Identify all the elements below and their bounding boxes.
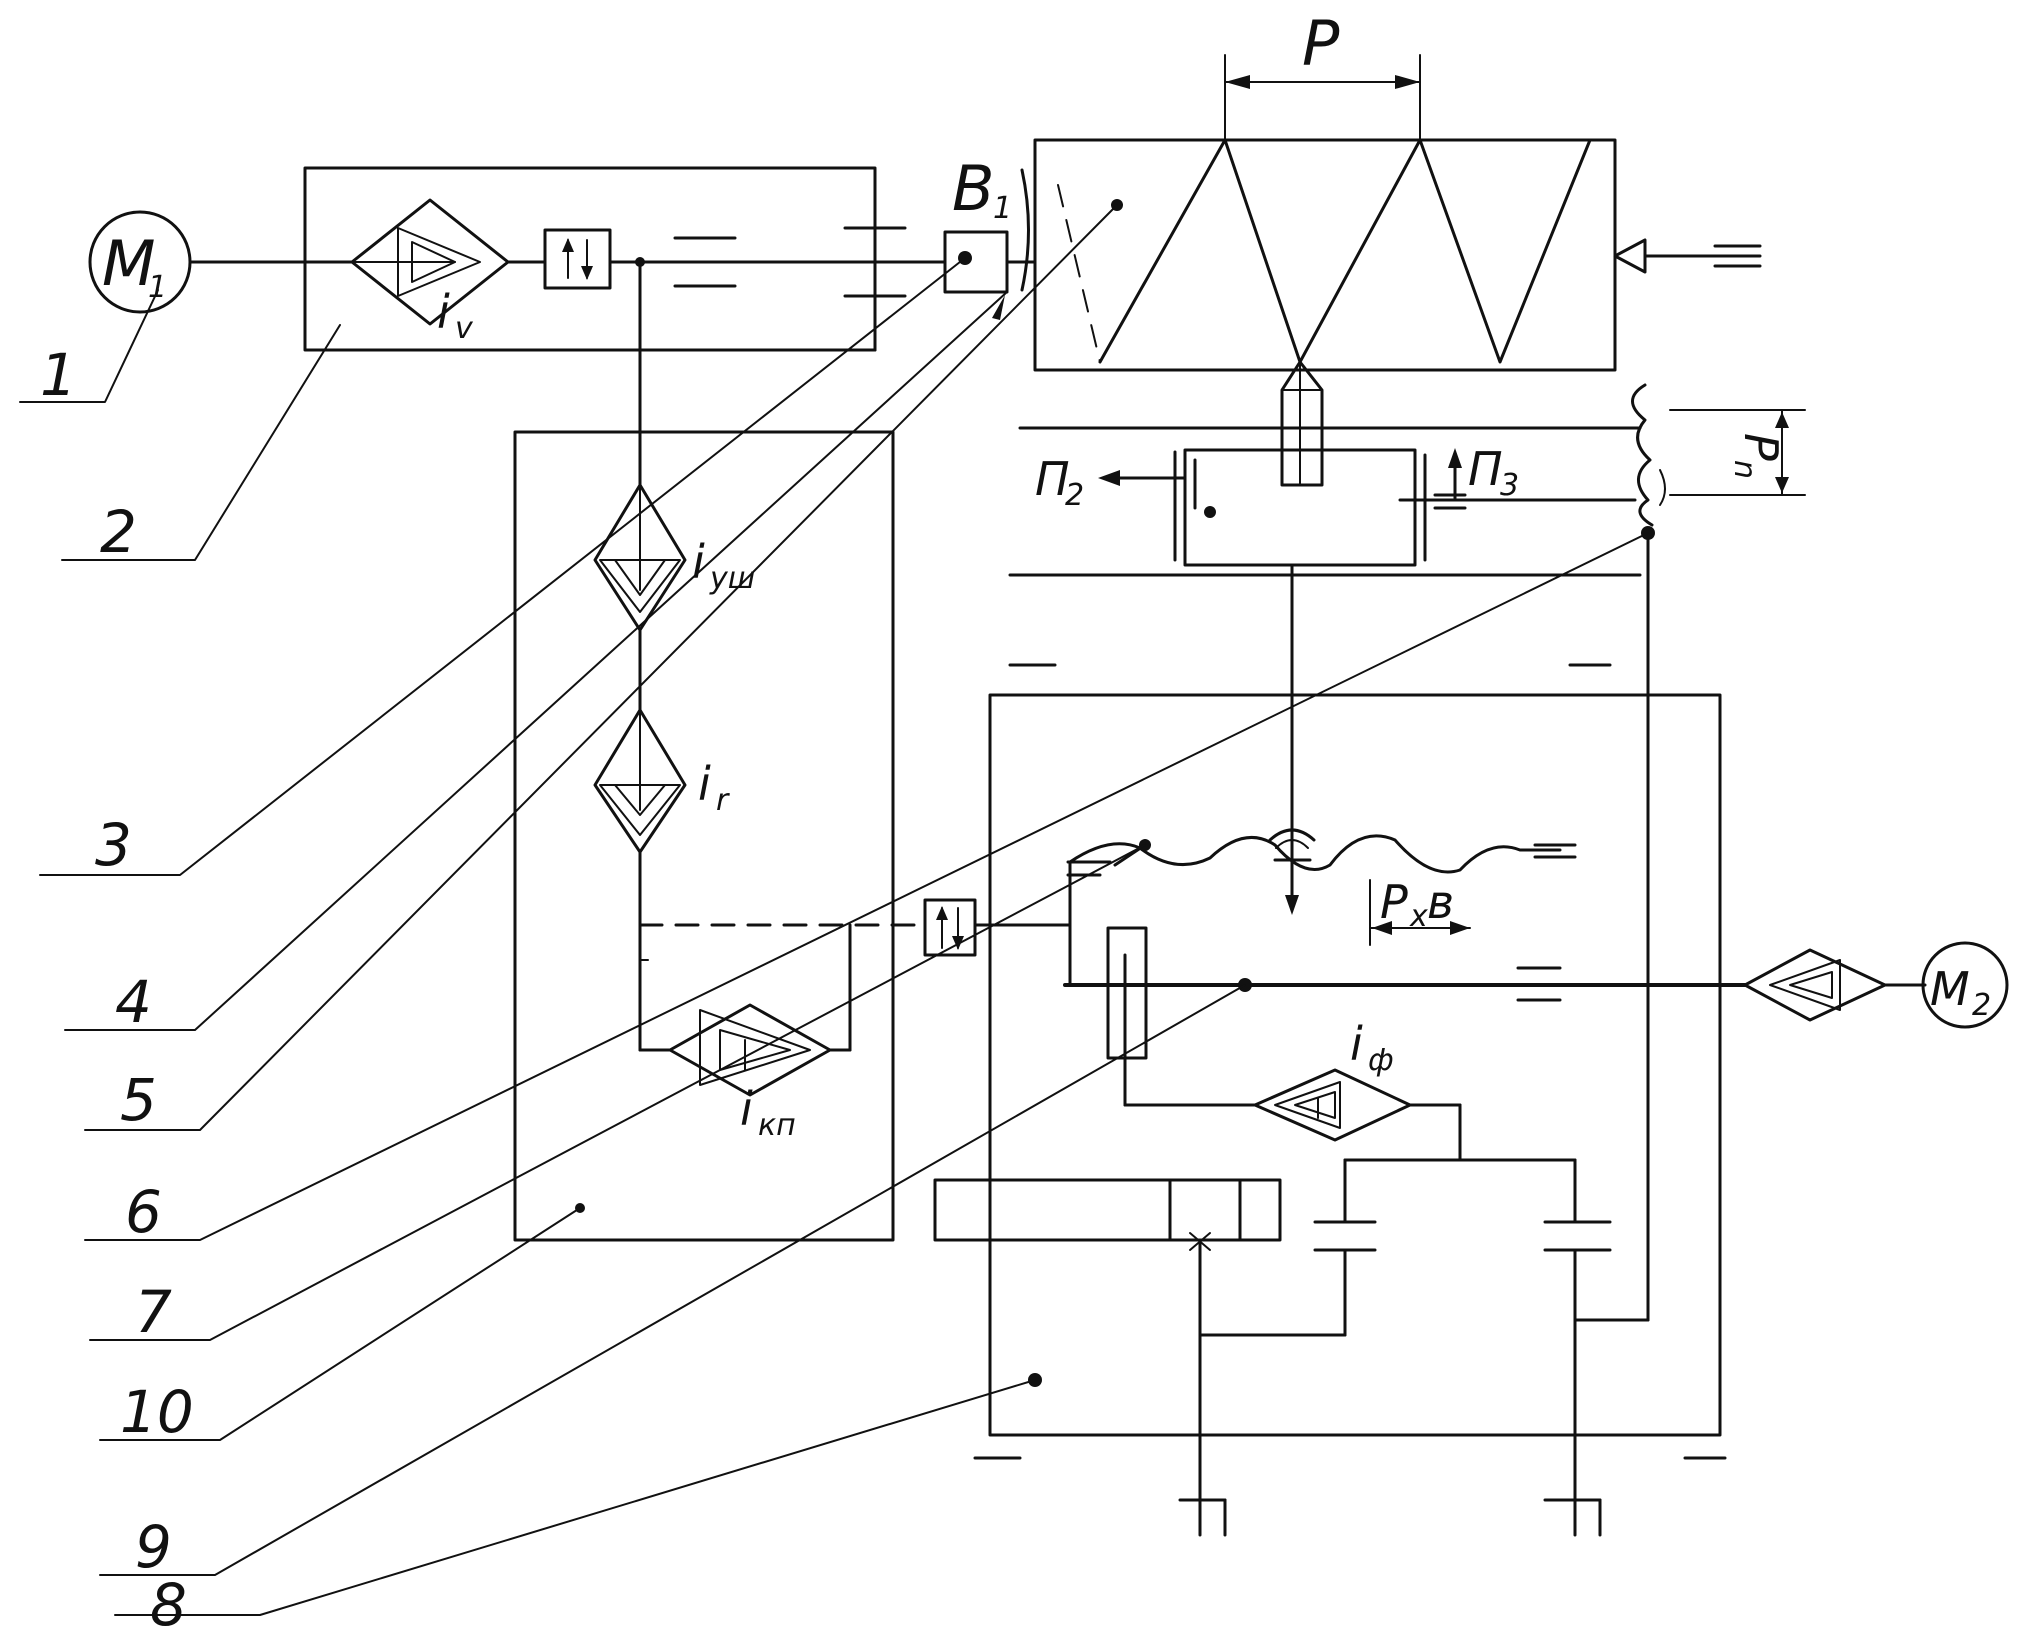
p3-sub: 3 xyxy=(1500,468,1519,503)
ir-sub: r xyxy=(716,783,730,818)
pitch-p-dimension: P xyxy=(1224,7,1421,141)
p2-label: П xyxy=(1035,452,1070,506)
pxv-tail: в xyxy=(1427,875,1454,929)
b1-label: B xyxy=(952,152,995,225)
speed-box xyxy=(303,166,877,352)
callout-4: 4 xyxy=(115,968,152,1036)
iush-gear-unit: i уш xyxy=(593,483,755,632)
ikp-label: i xyxy=(740,1082,753,1136)
iph-label: i xyxy=(1350,1017,1363,1071)
motor-m2-label: M xyxy=(1930,962,1970,1016)
ir-gear-unit: i r xyxy=(593,708,730,854)
callout-2: 2 xyxy=(100,498,137,566)
reverse-switch-middle xyxy=(923,898,977,957)
pxv-sub: x xyxy=(1409,899,1428,934)
carriage xyxy=(1173,448,1467,567)
callout-7: 7 xyxy=(135,1278,172,1346)
iph-sub: ф xyxy=(1368,1043,1394,1078)
b1-coupling: B 1 xyxy=(943,152,1037,294)
iph-gear-unit: i ф xyxy=(1253,1017,1412,1142)
callout-3: 3 xyxy=(95,811,132,879)
m2-drive xyxy=(1743,948,1927,1022)
cutting-tool xyxy=(1280,360,1324,487)
iv-label: i xyxy=(437,285,450,339)
callout-6: 6 xyxy=(125,1178,162,1246)
callout-1: 1 xyxy=(40,341,77,409)
callouts: 1 2 3 4 5 6 7 10 9 xyxy=(19,204,1649,1616)
motor-m1: M 1 xyxy=(88,210,192,314)
follower xyxy=(1268,826,1316,915)
iv-sub: v xyxy=(455,311,474,346)
pxv-dimension: P x в xyxy=(1369,875,1471,946)
feed-box xyxy=(988,693,1722,1437)
p2-sub: 2 xyxy=(1065,478,1084,513)
motor-m1-label: M xyxy=(102,227,156,300)
ikp-gear-unit: i кп xyxy=(668,1003,832,1143)
pn-dimension: P n xyxy=(1631,383,1806,527)
reverse-switch-top xyxy=(543,228,612,290)
iush-label: i xyxy=(692,535,705,589)
p3-feed-arrow: П 3 xyxy=(1448,442,1519,503)
pxv-label: P xyxy=(1380,875,1408,929)
callout-5: 5 xyxy=(120,1066,157,1134)
motor-m2-sub: 2 xyxy=(1972,988,1991,1023)
callout-10: 10 xyxy=(120,1378,194,1446)
output-linkage xyxy=(1198,1158,1650,1537)
shaft-gear xyxy=(1106,926,1257,1107)
iv-gear-unit: i v xyxy=(350,198,510,346)
workpiece-thread xyxy=(1033,138,1762,372)
rack xyxy=(933,1178,1282,1537)
callout-9: 9 xyxy=(135,1513,172,1581)
motor-m2: M 2 xyxy=(1921,941,2009,1029)
pn-label: P xyxy=(1734,433,1788,461)
lead-cam xyxy=(1066,834,1577,987)
pn-sub: n xyxy=(1727,460,1762,479)
callout-8: 8 xyxy=(150,1571,187,1632)
ir-label: i xyxy=(698,757,711,811)
ikp-sub: кп xyxy=(758,1108,796,1143)
iush-sub: уш xyxy=(709,561,755,596)
p3-label: П xyxy=(1468,442,1503,496)
pitch-p-label: P xyxy=(1302,7,1340,80)
gear-train-box xyxy=(513,430,895,1242)
p2-feed-arrow: П 2 xyxy=(1035,452,1187,513)
motor-m1-sub: 1 xyxy=(148,270,167,305)
b1-sub: 1 xyxy=(993,191,1012,226)
